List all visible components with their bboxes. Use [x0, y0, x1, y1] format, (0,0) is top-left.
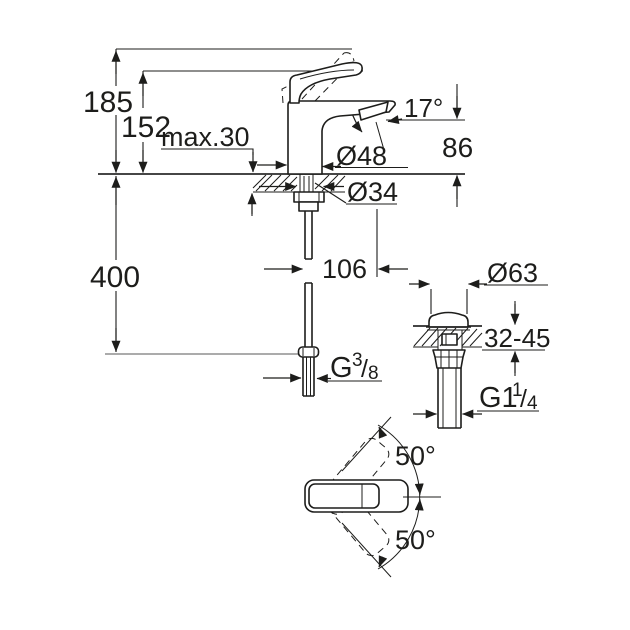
label-body-height: 152 [121, 111, 171, 144]
handle-lever [289, 61, 363, 104]
pop-up-waste [413, 311, 483, 429]
mounting-nut [298, 201, 319, 212]
label-hole-diameter: Ø34 [347, 177, 398, 207]
threaded-shank [299, 174, 314, 192]
label-waste-thread-g: G1 [479, 382, 518, 414]
supply-hose-lower [304, 282, 313, 347]
waste-cap [428, 311, 469, 328]
faucet-body [287, 100, 396, 175]
label-supply-thread-g: G [330, 352, 353, 384]
waste-window [441, 333, 458, 346]
label-spray-angle: 17° [404, 93, 443, 123]
label-total-height: 185 [83, 86, 133, 119]
label-max-counter: max.30 [161, 122, 250, 152]
label-outlet-height: 86 [442, 132, 473, 163]
label-waste-counter-range: 32-45 [484, 323, 551, 353]
supply-thread-tail [302, 357, 315, 397]
supply-connection [293, 174, 325, 397]
label-spout-projection: 106 [322, 254, 367, 284]
label-supply-thread-num: 3 [352, 350, 363, 371]
label-waste-cap-diameter: Ø63 [487, 258, 538, 288]
handle-rotation-top-view [304, 416, 441, 578]
label-swing-up: 50° [395, 441, 436, 471]
handle-raised-dashed [301, 52, 345, 100]
faucet-side-view [281, 52, 396, 175]
handle-down-position-dashed [319, 479, 390, 557]
swing-arc [377, 424, 421, 570]
label-waste-thread-den: 4 [527, 393, 538, 414]
waste-thread-tail [437, 368, 462, 429]
label-below-counter-length: 400 [90, 261, 140, 294]
label-waste-thread-slash: / [520, 385, 527, 413]
label-base-diameter: Ø48 [336, 141, 387, 171]
label-swing-down: 50° [395, 525, 436, 555]
handle-top-outline [304, 479, 409, 513]
label-waste-thread-num: 1 [512, 380, 523, 401]
label-supply-thread-slash: / [361, 355, 368, 383]
label-supply-thread-den: 8 [368, 363, 379, 384]
swing-limit-lower [341, 522, 392, 578]
waste-body [437, 330, 463, 350]
swing-limit-upper [341, 416, 392, 472]
dimension-labels: 185 152 max.30 17° 86 Ø48 Ø34 400 106 Ø6… [83, 86, 551, 555]
hose-fitting [297, 346, 320, 358]
aerator [358, 101, 389, 121]
supply-hose-upper [304, 211, 313, 260]
dimension-lines [98, 48, 548, 419]
